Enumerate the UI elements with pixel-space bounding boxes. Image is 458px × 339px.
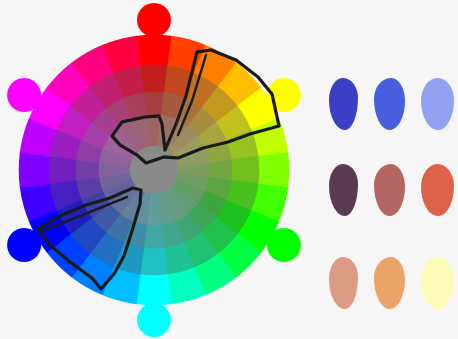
wheel-segment-mid-outer [140,65,167,93]
wheel-segment-mid-inner [144,92,164,115]
wheel-segment-outer [136,274,171,305]
wheel-segment-outer [19,152,50,187]
wheel-segment-mid-inner [209,160,232,180]
center-disc [130,146,178,194]
wheel-segment-outer [136,35,171,66]
wheel-segment-mid-inner [76,160,99,180]
wheel-segment-mid-inner [144,225,164,248]
wheel-segment-mid-outer [49,156,77,183]
red-dot [137,3,171,37]
wheel-segment-mid-outer [140,247,167,275]
wheel-segment-mid-outer [231,156,259,183]
wheel-segment-outer [258,152,289,187]
cyan-dot [137,303,171,337]
